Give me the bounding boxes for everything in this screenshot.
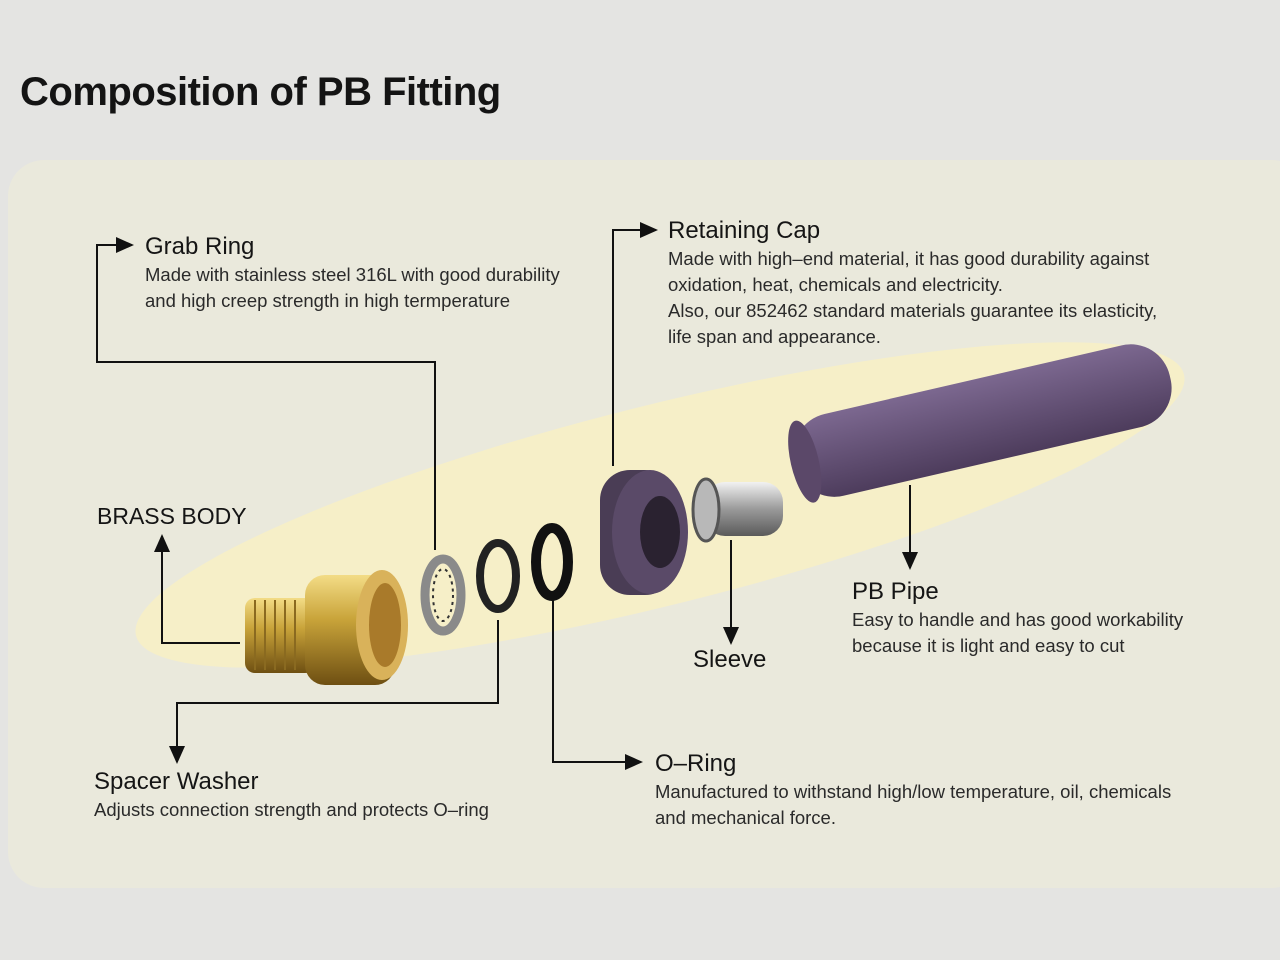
spacer-washer-leader-line [169,620,499,764]
grab-ring-image [420,554,466,636]
desc-line: and high creep strength in high termpera… [145,290,511,311]
o-ring-description: Manufactured to withstand high/low tempe… [655,779,1171,831]
sleeve-image [691,477,783,543]
desc-line: Manufactured to withstand high/low tempe… [655,781,1172,802]
desc-line: Easy to handle and has good workability [852,609,1184,630]
desc-line: Made with high–end material, it has good… [668,248,1150,269]
desc-line: Adjusts connection strength and protects… [94,799,489,820]
grab-ring-description: Made with stainless steel 316L with good… [145,262,560,314]
retaining-cap-label: Retaining Cap [668,217,821,244]
sleeve-label: Sleeve [693,646,767,673]
retaining-cap-image [600,470,688,595]
desc-line: Also, our 852462 standard materials guar… [668,300,1158,321]
desc-line: Made with stainless steel 316L with good… [145,264,560,285]
desc-line: oxidation, heat, chemicals and electrici… [668,274,1003,295]
spacer-washer-description: Adjusts connection strength and protects… [94,797,489,823]
pb-pipe-label: PB Pipe [852,578,939,605]
pb-pipe-image [788,344,1172,503]
retaining-cap-leader-line [612,222,658,466]
grab-ring-label: Grab Ring [145,233,255,260]
o-ring-image [531,523,573,601]
brass-body-leader-line [154,534,240,644]
retaining-cap-description: Made with high–end material, it has good… [668,246,1157,350]
brass-body-label: BRASS BODY [97,503,247,529]
pb-pipe-description: Easy to handle and has good workability … [852,607,1183,659]
o-ring-leader-line [552,600,643,770]
grab-ring-leader-line [96,237,436,550]
desc-line: because it is light and easy to cut [852,635,1125,656]
spacer-washer-label: Spacer Washer [94,768,259,795]
desc-line: life span and appearance. [668,326,881,347]
o-ring-label: O–Ring [655,750,737,777]
brass-body-image [245,570,408,685]
page-title: Composition of PB Fitting [20,70,501,114]
spacer-washer-image [476,539,520,613]
desc-line: and mechanical force. [655,807,836,828]
